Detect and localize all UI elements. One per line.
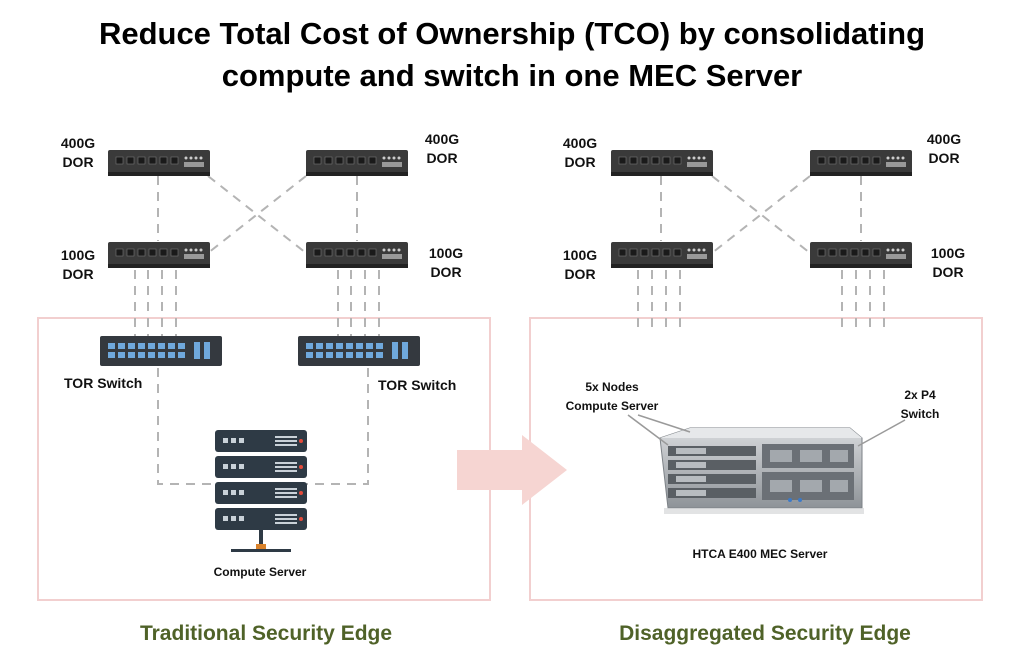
label-tor-switch-right: TOR Switch xyxy=(378,377,457,393)
dor-400g-right-switch-right-panel xyxy=(810,150,912,176)
caption-disaggregated-edge: Disaggregated Security Edge xyxy=(619,622,911,645)
mec-server-image xyxy=(659,427,864,514)
dor-400g-right-switch xyxy=(306,150,408,176)
title-line-1: Reduce Total Cost of Ownership (TCO) by … xyxy=(98,16,926,51)
right-links xyxy=(637,175,885,330)
label-compute-server: Compute Server xyxy=(213,565,307,579)
transition-arrow xyxy=(457,435,567,505)
compute-server-icon xyxy=(215,430,307,552)
dor-100g-right-switch-right-panel xyxy=(810,242,912,268)
callout-lines xyxy=(627,414,906,447)
label-htca-e400-mec-server: HTCA E400 MEC Server xyxy=(692,547,828,561)
tor-switch-left xyxy=(100,336,222,366)
dor-100g-right-switch xyxy=(306,242,408,268)
label-tor-switch-left: TOR Switch xyxy=(64,375,143,391)
dor-100g-left-switch-right-panel xyxy=(611,242,713,268)
caption-traditional-edge: Traditional Security Edge xyxy=(139,622,393,645)
title-line-2: compute and switch in one MEC Server xyxy=(221,58,803,93)
tor-switch-right xyxy=(298,336,420,366)
left-links xyxy=(134,175,380,485)
dor-400g-left-switch-right-panel xyxy=(611,150,713,176)
dor-100g-left-switch xyxy=(108,242,210,268)
dor-400g-left-switch xyxy=(108,150,210,176)
